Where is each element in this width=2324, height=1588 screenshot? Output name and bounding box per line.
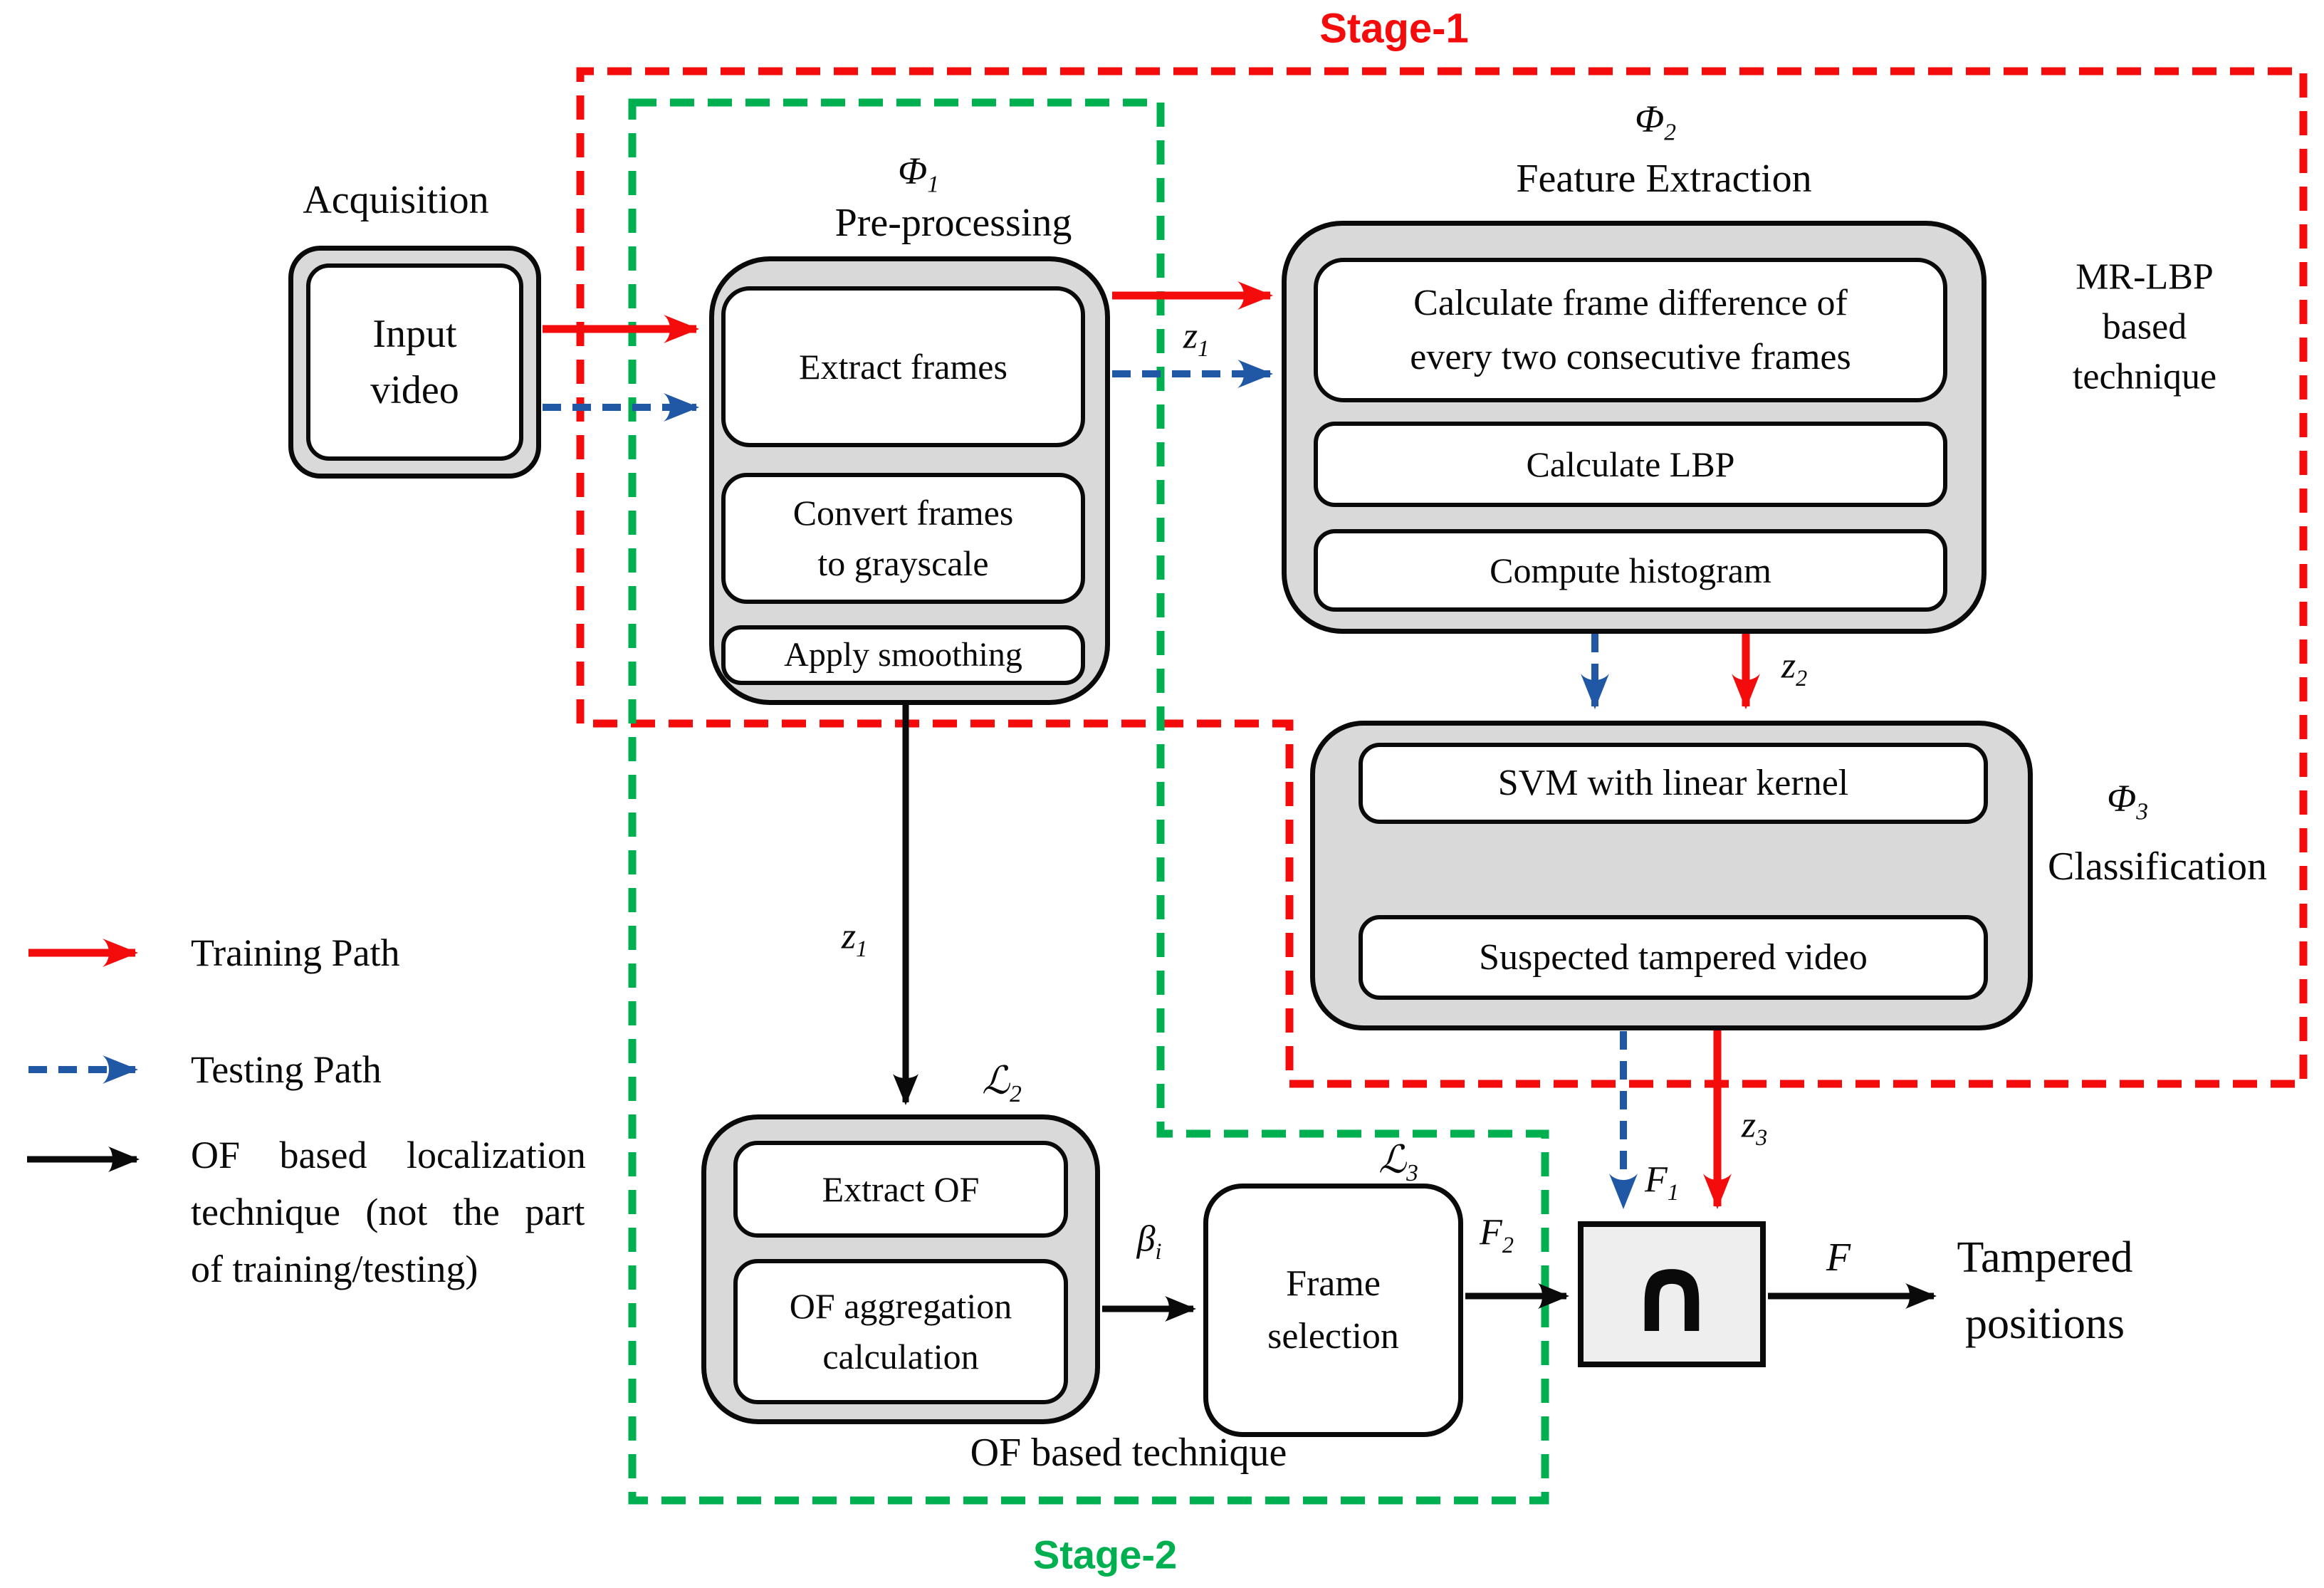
z3-label: z3: [1741, 1104, 1768, 1150]
step-calculate-lbp: Calculate LBP: [1314, 422, 1947, 507]
legend-training-label: Training Path: [191, 931, 400, 974]
input-video-box: Input video: [306, 263, 523, 461]
f2-label: F2: [1480, 1212, 1514, 1258]
legend-testing-label: Testing Path: [191, 1048, 382, 1091]
frame-selection-box: Frame selection: [1203, 1184, 1463, 1437]
stage1-title: Stage-1: [1319, 5, 1469, 52]
step-frame-difference: Calculate frame difference of every two …: [1314, 258, 1947, 402]
preprocessing-title: Pre-processing: [834, 201, 1072, 245]
f-label: F: [1826, 1236, 1851, 1280]
l3-label: ℒ3: [1378, 1138, 1418, 1187]
z1-label-top: z1: [1183, 315, 1210, 361]
phi1-label: Φ1: [898, 150, 939, 198]
step-of-aggregation: OF aggregation calculation: [733, 1259, 1068, 1404]
beta-label: βi: [1136, 1218, 1162, 1264]
feature-extraction-title: Feature Extraction: [1516, 157, 1812, 201]
step-extract-of: Extract OF: [733, 1141, 1068, 1238]
step-compute-histogram: Compute histogram: [1314, 529, 1947, 612]
z2-label: z2: [1781, 645, 1808, 691]
step-convert-grayscale: Convert frames to grayscale: [721, 473, 1085, 604]
legend-of-line2: technique (not the part: [191, 1191, 585, 1233]
step-extract-frames: Extract frames: [721, 286, 1085, 447]
mr-lbp-note: MR-LBP based technique: [2072, 256, 2217, 398]
output-label: Tampered positions: [1957, 1233, 2133, 1348]
step-apply-smoothing: Apply smoothing: [721, 625, 1085, 685]
phi3-label: Φ3: [2107, 777, 2148, 825]
legend-of-line1: OF based localization: [191, 1134, 586, 1176]
step-svm: SVM with linear kernel: [1359, 743, 1988, 824]
intersection-symbol: ∩: [1628, 1232, 1715, 1357]
phi2-label: Φ2: [1635, 98, 1676, 146]
acquisition-title: Acquisition: [303, 178, 489, 222]
f1-label: F1: [1645, 1159, 1679, 1205]
step-suspected-video: Suspected tampered video: [1359, 915, 1988, 1000]
of-technique-caption: OF based technique: [970, 1431, 1287, 1475]
legend-of-line3: of training/testing): [191, 1248, 478, 1290]
stage2-title: Stage-2: [1032, 1532, 1178, 1577]
l2-label: ℒ2: [982, 1059, 1022, 1108]
classification-title: Classification: [2048, 845, 2267, 889]
z1-label-mid: z1: [841, 916, 868, 961]
intersection-box: ∩: [1578, 1221, 1766, 1367]
